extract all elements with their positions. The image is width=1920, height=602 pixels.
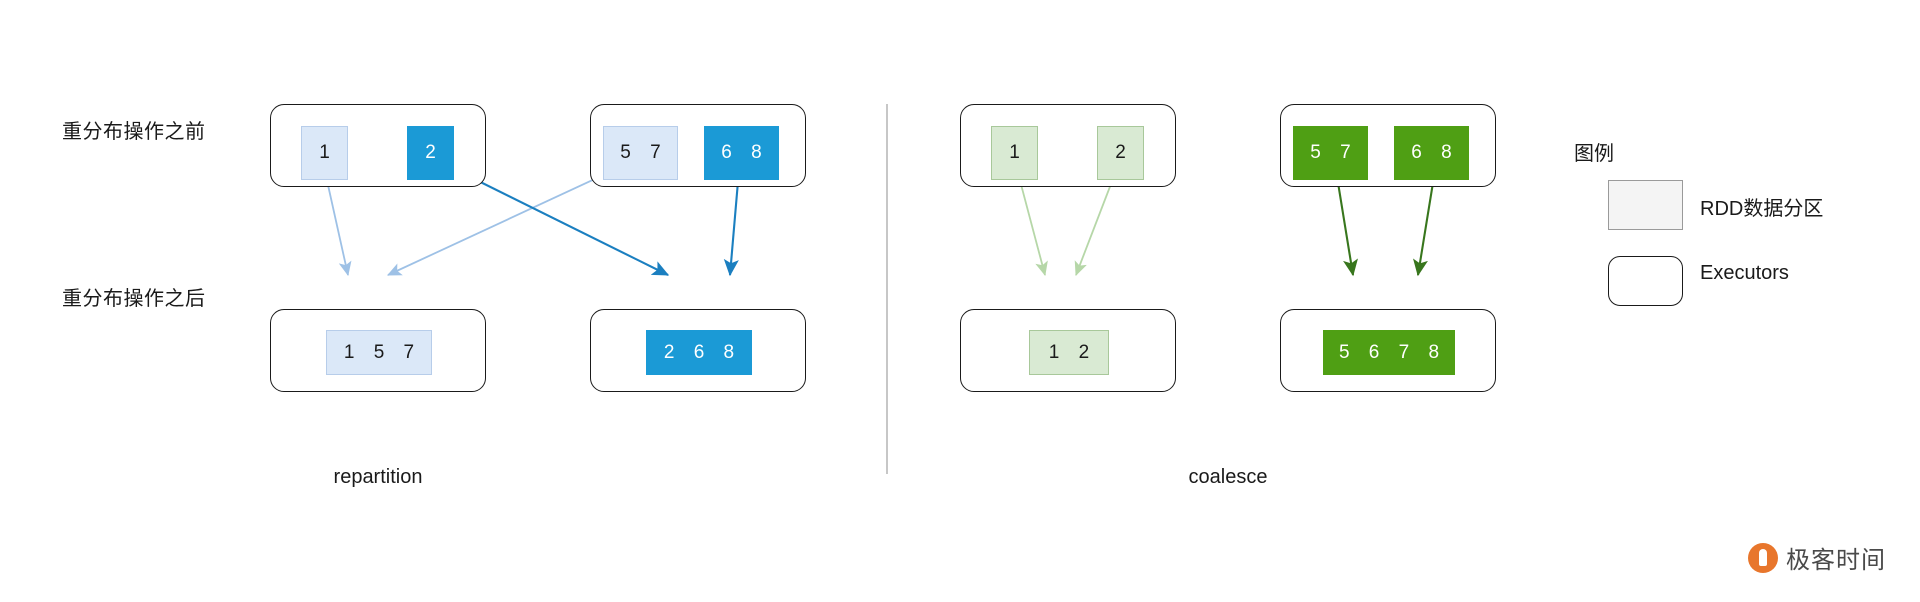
executor-co-before-2[interactable]: 5 7 6 8 (1280, 104, 1496, 187)
partition-rp-before-2-1[interactable]: 5 7 (603, 126, 678, 180)
row-label-after: 重分布操作之后 (62, 288, 206, 310)
legend-swatch-partition (1608, 180, 1683, 230)
partition-rp-after-2-1[interactable]: 2 6 8 (646, 330, 752, 375)
partition-rp-after-1-1[interactable]: 1 5 7 (326, 330, 432, 375)
watermark-text: 极客时间 (1786, 547, 1886, 574)
executor-rp-after-1[interactable]: 1 5 7 (270, 309, 486, 392)
caption-coalesce: coalesce (1188, 466, 1268, 488)
caption-repartition: repartition (333, 466, 423, 488)
watermark: 极客时间 (1748, 540, 1886, 575)
partition-co-before-2-2[interactable]: 6 8 (1394, 126, 1469, 180)
row-label-before: 重分布操作之前 (62, 121, 206, 143)
partition-rp-before-2-2[interactable]: 6 8 (704, 126, 779, 180)
legend-label-partition: RDD数据分区 (1700, 198, 1824, 220)
partition-rp-before-1-2[interactable]: 2 (407, 126, 454, 180)
executor-rp-before-2[interactable]: 5 7 6 8 (590, 104, 806, 187)
partition-co-after-2-1[interactable]: 5 6 7 8 (1323, 330, 1455, 375)
legend-title: 图例 (1574, 143, 1614, 165)
section-divider (886, 104, 888, 474)
executor-co-after-1[interactable]: 1 2 (960, 309, 1176, 392)
legend-label-executor: Executors (1700, 262, 1789, 284)
partition-co-after-1-1[interactable]: 1 2 (1029, 330, 1109, 375)
executor-rp-after-2[interactable]: 2 6 8 (590, 309, 806, 392)
partition-rp-before-1-1[interactable]: 1 (301, 126, 348, 180)
partition-co-before-2-1[interactable]: 5 7 (1293, 126, 1368, 180)
legend-swatch-executor (1608, 256, 1683, 306)
partition-co-before-1-1[interactable]: 1 (991, 126, 1038, 180)
executor-co-before-1[interactable]: 1 2 (960, 104, 1176, 187)
partition-co-before-1-2[interactable]: 2 (1097, 126, 1144, 180)
geektime-logo-icon (1748, 542, 1778, 573)
executor-co-after-2[interactable]: 5 6 7 8 (1280, 309, 1496, 392)
executor-rp-before-1[interactable]: 1 2 (270, 104, 486, 187)
